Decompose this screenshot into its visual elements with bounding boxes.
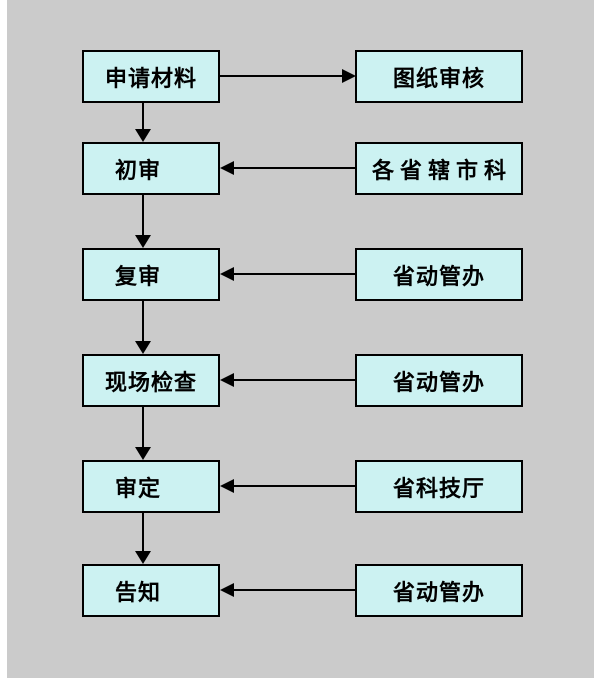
connector-line-row3 [234, 273, 355, 275]
flow-box-label: 申请材料 [104, 65, 197, 91]
arrow-left-icon [220, 583, 234, 597]
flow-box-label: 复审 [114, 263, 161, 289]
arrow-left-icon [220, 161, 234, 175]
arrow-down-icon [135, 129, 151, 142]
connector-line-vertical-4 [142, 407, 144, 448]
flow-box-science-tech-department: 省科技厅 [355, 460, 523, 513]
arrow-left-icon [220, 373, 234, 387]
connector-line-vertical-2 [142, 195, 144, 236]
flow-box-label: 告知 [114, 579, 161, 605]
flow-box-label: 审定 [114, 475, 161, 501]
connector-line-row6 [234, 589, 355, 591]
flow-box-label: 现场检查 [104, 369, 197, 395]
connector-line-vertical-3 [142, 301, 144, 342]
flow-box-drawing-review: 图纸审核 [355, 50, 523, 103]
flow-box-second-review: 复审 [82, 248, 220, 301]
flow-box-notification: 告知 [82, 564, 220, 617]
flow-box-provincial-admin-office-3: 省动管办 [355, 564, 523, 617]
flow-box-final-approval: 审定 [82, 460, 220, 513]
arrow-down-icon [135, 551, 151, 564]
flow-box-site-inspection: 现场检查 [82, 354, 220, 407]
flow-box-label: 省科技厅 [392, 475, 485, 501]
connector-line-row4 [234, 379, 355, 381]
arrow-down-icon [135, 341, 151, 354]
arrow-left-icon [220, 479, 234, 493]
connector-line-vertical-5 [142, 513, 144, 552]
arrow-down-icon [135, 235, 151, 248]
flow-box-label: 初审 [114, 157, 161, 183]
flow-box-label: 省动管办 [392, 263, 485, 289]
flow-box-label: 省动管办 [392, 369, 485, 395]
arrow-right-icon [342, 69, 356, 83]
flow-box-label: 省动管办 [392, 579, 485, 605]
flow-box-application-materials: 申请材料 [82, 50, 220, 103]
connector-line-row1 [219, 75, 344, 77]
arrow-down-icon [135, 447, 151, 460]
connector-line-row5 [234, 485, 355, 487]
connector-line-vertical-1 [142, 103, 144, 130]
flow-box-preliminary-review: 初审 [82, 142, 220, 195]
flow-box-provincial-admin-office-1: 省动管办 [355, 248, 523, 301]
connector-line-row2 [234, 167, 355, 169]
flow-box-provincial-admin-office-2: 省动管办 [355, 354, 523, 407]
flow-box-city-departments: 各省辖市科 [355, 142, 523, 195]
flow-box-label: 各省辖市科 [371, 157, 512, 183]
flow-box-label: 图纸审核 [392, 65, 485, 91]
arrow-left-icon [220, 267, 234, 281]
